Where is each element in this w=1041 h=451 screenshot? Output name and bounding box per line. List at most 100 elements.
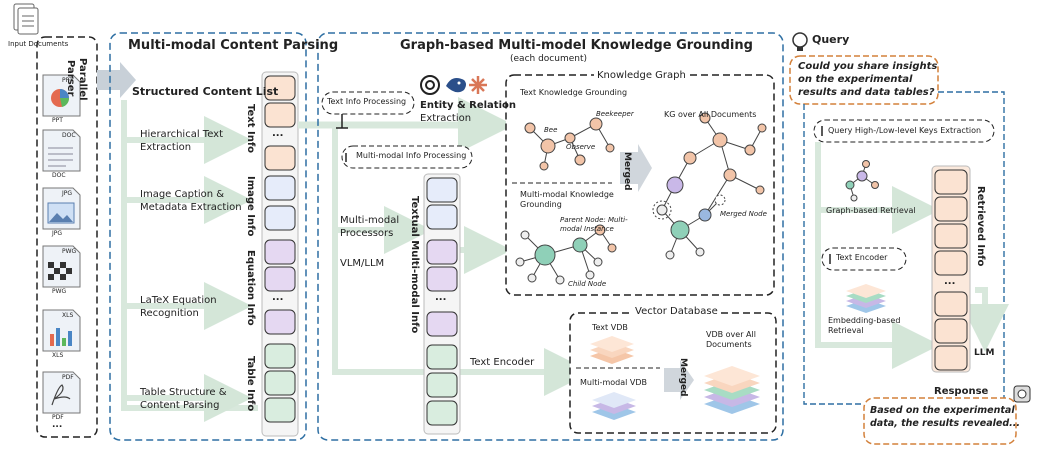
ppt-label: PPT	[52, 117, 63, 124]
retrieved-info-dots: ...	[944, 276, 956, 287]
text-info-processing-pill	[321, 91, 415, 115]
graph-retrieval-label: Graph-based Retrieval	[826, 206, 916, 215]
textual-mm-info-label: Textual Multi-modal Info	[409, 196, 420, 334]
input-documents-icon	[13, 3, 39, 35]
vdb-merged-arrow	[664, 360, 694, 400]
text-info-processing-label: Text Info Processing	[327, 97, 407, 106]
textual-mm-info-list	[423, 173, 461, 435]
vdb-all-stack-icon	[704, 366, 760, 414]
grounding-subtitle: (each document)	[510, 54, 587, 64]
query-box	[789, 55, 939, 105]
parallel-label: Parallel	[77, 58, 88, 101]
mm-info-processing-label: Multi-modal Info Processing	[356, 151, 467, 160]
jpg-label: JPG	[52, 230, 63, 237]
claude-spark-icon	[469, 76, 487, 94]
merged-kg-graph	[652, 112, 767, 260]
response-title: Response	[934, 386, 989, 397]
step-table-parsing: Table Structure &Content Parsing	[140, 387, 227, 411]
text-kg-label: Text Knowledge Grounding	[520, 88, 628, 97]
doc-label: DOC	[52, 172, 66, 179]
vdb-merged-label: Merged	[678, 358, 688, 397]
jpg-doc-icon	[42, 187, 81, 230]
input-documents-box	[36, 36, 98, 438]
vdb-title: Vector Database	[632, 306, 721, 317]
doc-tag: DOC	[62, 132, 76, 139]
equation-info-label: Equation Info	[245, 250, 256, 326]
structured-content-list	[261, 71, 299, 437]
query-path	[803, 104, 864, 405]
embedding-stack-icon	[846, 284, 886, 313]
text-kg-graph	[524, 117, 615, 171]
retrieved-info-list	[931, 165, 971, 373]
response-box	[863, 397, 1017, 445]
kg-title: Knowledge Graph	[594, 70, 689, 81]
knowledge-grounding-panel	[317, 32, 784, 441]
kg-all-label: KG over All Documents	[664, 110, 757, 119]
vlm-llm-label: VLM/LLM	[340, 258, 385, 269]
xls-label: XLS	[52, 352, 64, 359]
step-image-caption: Image Caption &Metadata Extraction	[140, 189, 242, 213]
mm-vdb-stack-icon	[592, 392, 636, 420]
text-encoder-pill-retrieval	[821, 247, 907, 271]
image-info-label: Image Info	[245, 176, 256, 237]
observe-label: Observe	[566, 143, 596, 151]
xls-tag: XLS	[62, 312, 74, 319]
ppt-tag: PPT	[62, 77, 73, 84]
pdf-doc-icon	[42, 371, 81, 414]
text-info-label: Text Info	[245, 104, 256, 154]
lightbulb-icon	[792, 32, 808, 51]
text-vdb-stack-icon	[590, 336, 634, 364]
pwg-doc-icon	[42, 245, 81, 288]
equation-info-dots: ...	[272, 292, 284, 303]
mm-info-processing-pill	[341, 145, 473, 169]
grounding-title: Graph-based Multi-model Knowledge Ground…	[400, 38, 753, 53]
input-documents-label: Input Documents	[8, 40, 69, 48]
pwg-tag: PWG	[62, 248, 77, 255]
llm-label: LLM	[974, 348, 995, 358]
parsing-flow-arrows	[121, 100, 258, 422]
child-node-label: Child Node	[568, 280, 607, 288]
grounding-flow-arrows	[332, 125, 592, 396]
docs-more: ...	[52, 420, 63, 430]
mm-kg-graph	[515, 224, 617, 285]
deepseek-whale-icon	[446, 78, 466, 93]
pdf-tag: PDF	[62, 374, 74, 381]
openai-logo-icon	[420, 75, 440, 95]
retrieval-flow-arrows	[815, 142, 1009, 369]
structured-list-title: Structured Content List	[132, 85, 279, 98]
pdf-label: PDF	[52, 414, 64, 421]
text-encoder-retrieval-label: Text Encoder	[836, 253, 888, 262]
text-info-dots: ...	[272, 128, 284, 139]
keys-extraction-label: Query High-/Low-level Keys Extraction	[828, 126, 982, 135]
text-encoder-label: Text Encoder	[470, 357, 535, 368]
graph-retrieval-icon	[845, 160, 879, 202]
text-vdb-label: Text VDB	[592, 323, 628, 332]
jpg-tag: JPG	[62, 190, 73, 197]
retrieved-info-label: Retrieved Info	[975, 186, 986, 267]
content-parsing-panel	[109, 32, 307, 441]
keys-extraction-pill	[813, 119, 995, 143]
textual-mm-dots: ...	[435, 292, 447, 303]
mm-vdb-label: Multi-modal VDB	[580, 378, 647, 387]
ppt-doc-icon	[42, 74, 81, 117]
parent-node-label: Parent Node: Multi-modal Instance	[560, 216, 628, 233]
xls-doc-icon	[42, 309, 81, 352]
response-chip-icon	[1013, 385, 1031, 403]
parallel-parser-arrow	[97, 62, 136, 98]
merged-node-label: Merged Node	[720, 210, 767, 218]
bee-label: Bee	[544, 126, 558, 134]
query-title: Query	[812, 33, 850, 46]
parsing-title: Multi-modal Content Parsing	[128, 38, 339, 53]
response-path	[938, 91, 1005, 409]
pwg-label: PWG	[52, 288, 67, 295]
